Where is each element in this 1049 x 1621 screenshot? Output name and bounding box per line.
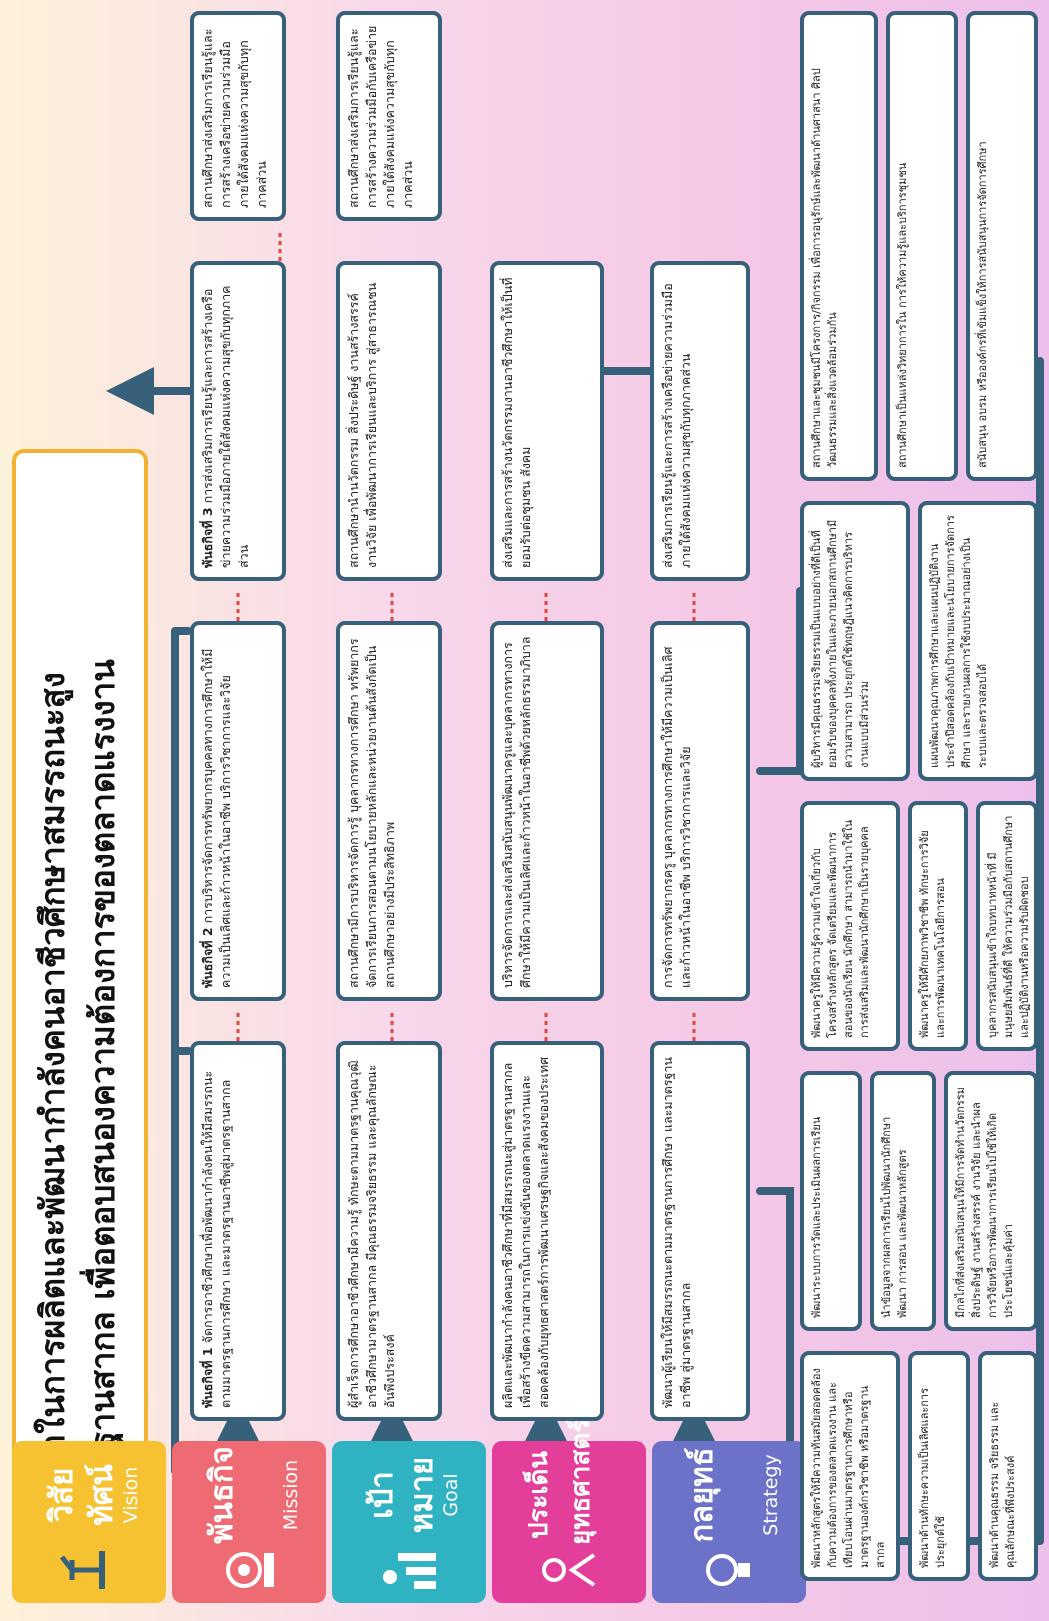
sub1b-1-text: พัฒนาระบบการวัดและประเมินผลการเรียน xyxy=(810,1116,823,1318)
goal-2-text: สถานศึกษามีการบริหารจัดการรู้ บุคลากรทาง… xyxy=(346,638,398,988)
sub2a-3-text: บุคลากรสนับสนุนเข้าใจบทบาทหน้าที่ มีมนุษ… xyxy=(986,815,1031,1038)
goal-4-text: สถานศึกษาส่งเสริมการเรียนรู้และการสร้างค… xyxy=(346,25,416,208)
mission-2: พันธกิจที่ 2 การบริหารจัดการทรัพยากรบุคค… xyxy=(190,621,286,1001)
mission-icon xyxy=(226,1552,274,1588)
vision-line-1: เป็นผู้นำในการผลิตและพัฒนากำลังคนอาชีวศึ… xyxy=(33,672,72,1549)
sub3-3-text: สนับสนุน อบรม หรือองค์กรที่เข้มแข็งให้กา… xyxy=(976,141,989,468)
sub2a-1-text: พัฒนาครูให้มีความรู้ความเข้าใจเกี่ยวกับโ… xyxy=(810,819,871,1038)
sub2b-2: แผนพัฒนาคุณภาพการศึกษาและแผนปฏิบัติงานปร… xyxy=(918,501,1038,781)
strategy-1: พัฒนาผู้เรียนให้มีสมรรถนะตามมาตรฐานการศึ… xyxy=(650,1041,750,1421)
goal-4: สถานศึกษาส่งเสริมการเรียนรู้และการสร้างค… xyxy=(336,11,442,221)
goal-3: สถานศึกษานำนวัตกรรม สิ่งประดิษฐ์ งานสร้า… xyxy=(336,261,442,581)
label-mission-th: พันธกิจ xyxy=(204,1446,240,1544)
sub1b-1: พัฒนาระบบการวัดและประเมินผลการเรียน xyxy=(800,1071,862,1331)
sub2a-1: พัฒนาครูให้มีความรู้ความเข้าใจเกี่ยวกับโ… xyxy=(800,801,900,1051)
sub3-1-text: สถานศึกษาและชุมชนมีโครงการ/กิจกรรม เพื่อ… xyxy=(810,68,839,468)
strategy-2-text: การจัดการทรัพยากรครู บุคลากรทางการศึกษาใ… xyxy=(660,646,694,988)
extra-text: สถานศึกษาส่งเสริมการเรียนรู้และการสร้างเ… xyxy=(200,28,270,208)
strategy-issue-icon xyxy=(542,1553,596,1587)
sub2a-2: พัฒนาครูให้มีศักยภาพวิชาชีพ ทักษะการวิจั… xyxy=(908,801,968,1051)
label-vision-en: Vision xyxy=(120,1466,142,1524)
issue-2: บริหารจัดการและส่งเสริมสนับสนุนพัฒนาครูแ… xyxy=(490,621,604,1001)
sub1b-3: มีกลไกที่ส่งเสริมสนับสนุนให้มีการจัดทำนว… xyxy=(944,1071,1038,1331)
label-mission-en: Mission xyxy=(280,1459,302,1531)
strategy-2: การจัดการทรัพยากรครู บุคลากรทางการศึกษาใ… xyxy=(650,621,750,1001)
goal-3-text: สถานศึกษานำนวัตกรรม สิ่งประดิษฐ์ งานสร้า… xyxy=(346,282,380,568)
goal-1-text: ผู้สำเร็จการศึกษาอาชีวศึกษามีความรู้ ทัก… xyxy=(346,1060,398,1408)
goal-2: สถานศึกษามีการบริหารจัดการรู้ บุคลากรทาง… xyxy=(336,621,442,1001)
label-strategy: กลยุทธ์ Strategy xyxy=(652,1441,806,1603)
strategy-3: ส่งเสริมการเรียนรู้และการสร้างเครือข่ายค… xyxy=(650,261,750,581)
sub2b-1: ผู้บริหารมีคุณธรรมจริยธรรมเป็นแบบอย่างที… xyxy=(800,501,910,781)
label-goal-th: เป้าหมาย xyxy=(364,1456,440,1534)
label-strategy-th: กลยุทธ์ xyxy=(684,1447,720,1543)
sub1a-2-text: พัฒนาด้านทักษะความเป็นเลิศและการประยุกต์… xyxy=(918,1388,947,1568)
strategy-3-text: ส่งเสริมการเรียนรู้และการสร้างเครือข่ายค… xyxy=(660,283,694,568)
issue-1-text: ผลิตและพัฒนากำลังคนอาชีวศึกษาที่มีสมรรถน… xyxy=(500,1056,552,1408)
sub3-3: สนับสนุน อบรม หรือองค์กรที่เข้มแข็งให้กา… xyxy=(966,11,1038,481)
sub2b-2-text: แผนพัฒนาคุณภาพการศึกษาและแผนปฏิบัติงานปร… xyxy=(928,515,989,768)
sub2b-1-text: ผู้บริหารมีคุณธรรมจริยธรรมเป็นแบบอย่างที… xyxy=(810,519,871,768)
strategy-1-text: พัฒนาผู้เรียนให้มีสมรรถนะตามมาตรฐานการศึ… xyxy=(660,1057,694,1408)
label-mission: พันธกิจ Mission xyxy=(172,1441,326,1603)
sub1a-1: พัฒนาหลักสูตรให้มีความทันสมัยสอดคล้องกับ… xyxy=(800,1351,900,1581)
label-goal: เป้าหมาย Goal xyxy=(332,1441,486,1603)
label-issue-th: ประเด็น xyxy=(524,1451,554,1539)
mission-3-head: พันธกิจที่ 3 xyxy=(200,507,215,568)
mission-2-head: พันธกิจที่ 2 xyxy=(200,927,215,988)
label-vision-th: วิสัยทัศน์ xyxy=(44,1464,120,1526)
sub1a-1-text: พัฒนาหลักสูตรให้มีความทันสมัยสอดคล้องกับ… xyxy=(810,1368,887,1568)
label-vision: วิสัยทัศน์ Vision xyxy=(12,1441,166,1603)
sub3-2-text: สถานศึกษาเป็นแหล่งวิทยาการใน การให้ความร… xyxy=(896,162,909,468)
label-goal-en: Goal xyxy=(440,1473,462,1517)
sub3-2: สถานศึกษาเป็นแหล่งวิทยาการใน การให้ความร… xyxy=(886,11,958,481)
vision-icon xyxy=(60,1551,105,1589)
mission-1: พันธกิจที่ 1 จัดการอาชีวศึกษาเพื่อพัฒนาก… xyxy=(190,1041,286,1421)
mission-3-extra: สถานศึกษาส่งเสริมการเรียนรู้และการสร้างเ… xyxy=(190,11,286,221)
lightbulb-icon xyxy=(706,1554,750,1586)
mission-3: พันธกิจที่ 3 การส่งเสริมการเรียนรู้และกา… xyxy=(190,261,286,581)
sub2a-2-text: พัฒนาครูให้มีศักยภาพวิชาชีพ ทักษะการวิจั… xyxy=(918,830,947,1038)
issue-2-text: บริหารจัดการและส่งเสริมสนับสนุนพัฒนาครูแ… xyxy=(500,636,534,988)
label-issue-th2: ยุทธศาสตร์ xyxy=(566,1418,596,1545)
sub1a-2: พัฒนาด้านทักษะความเป็นเลิศและการประยุกต์… xyxy=(908,1351,970,1581)
sub1b-2: นำข้อมูลจากผลการเรียนไปพัฒนานักศึกษา พัฒ… xyxy=(870,1071,936,1331)
sub1a-3-text: พัฒนาด้านคุณธรรม จริยธรรม และคุณลักษณะที… xyxy=(988,1401,1017,1568)
sub1b-2-text: นำข้อมูลจากผลการเรียนไปพัฒนานักศึกษา พัฒ… xyxy=(880,1116,909,1318)
mission-1-head: พันธกิจที่ 1 xyxy=(200,1347,215,1408)
issue-3: ส่งเสริมและการสร้างนวัตกรรมงานอาชีวศึกษา… xyxy=(490,261,604,581)
sub1b-3-text: มีกลไกที่ส่งเสริมสนับสนุนให้มีการจัดทำนว… xyxy=(954,1087,1015,1318)
sub3-1: สถานศึกษาและชุมชนมีโครงการ/กิจกรรม เพื่อ… xyxy=(800,11,878,481)
issue-3-text: ส่งเสริมและการสร้างนวัตกรรมงานอาชีวศึกษา… xyxy=(500,277,534,569)
goal-icon xyxy=(383,1553,436,1589)
issue-1: ผลิตและพัฒนากำลังคนอาชีวศึกษาที่มีสมรรถน… xyxy=(490,1041,604,1421)
label-issue: ประเด็น ยุทธศาสตร์ xyxy=(492,1418,646,1603)
sub1a-3: พัฒนาด้านคุณธรรม จริยธรรม และคุณลักษณะที… xyxy=(978,1351,1038,1581)
label-strategy-en: Strategy xyxy=(760,1454,782,1536)
goal-1: ผู้สำเร็จการศึกษาอาชีวศึกษามีความรู้ ทัก… xyxy=(336,1041,442,1421)
vision-line-2: สู่มาตรฐานสากล เพื่อตอบสนองความต้องการขอ… xyxy=(83,659,122,1549)
sub2a-3: บุคลากรสนับสนุนเข้าใจบทบาทหน้าที่ มีมนุษ… xyxy=(976,801,1038,1051)
vision-statement: เป็นผู้นำในการผลิตและพัฒนากำลังคนอาชีวศึ… xyxy=(12,449,148,1577)
